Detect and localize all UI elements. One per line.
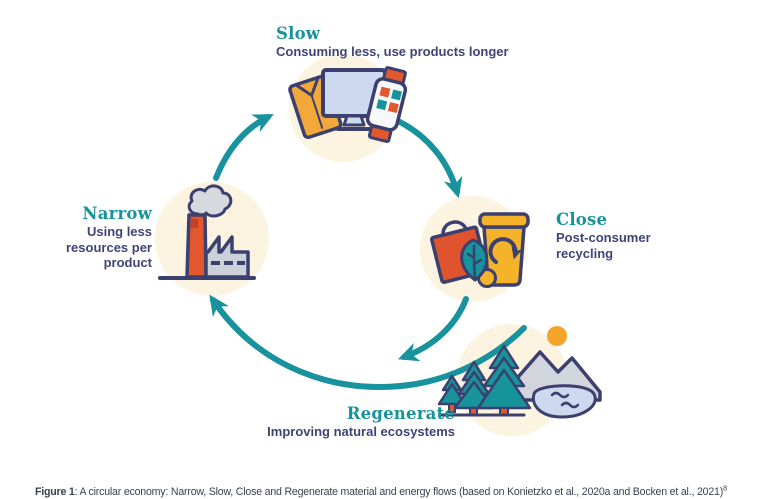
arrow-slow-to-close [395,118,463,199]
narrow-subtitle: Using less resources per product [66,224,152,270]
smoke-cloud [187,184,233,218]
narrow-label: Narrow Using less resources per product [40,205,152,270]
figure-caption: Figure 1: A circular economy: Narrow, Sl… [35,483,761,499]
figure-caption-label: Figure 1 [35,485,75,498]
regenerate-subtitle: Improving natural ecosystems [267,424,455,440]
sun-shape [547,326,567,346]
factory-building [204,235,250,279]
factory-icon [152,182,262,292]
bag-leaf-recycling-cup-icon [424,198,532,307]
regenerate-title: Regenerate [346,404,455,423]
recycling-cup [477,212,530,288]
arrow-narrow-to-slow [213,114,274,181]
shirt-monitor-smartwatch-icon [283,64,409,151]
recycle-arrow [488,237,523,264]
slow-subtitle: Consuming less, use products longer [276,44,509,60]
close-label: Close Post-consumer recycling [556,211,668,261]
regenerate-label: Regenerate Improving natural ecosystems [255,405,455,440]
chimney-band [191,219,198,228]
figure-caption-footnote-ref: 8 [723,483,728,493]
slow-label: Slow Consuming less, use products longer [276,25,556,60]
arrow-regenerate-to-narrow [209,294,527,390]
arrow-close-to-regenerate [397,296,469,362]
narrow-title: Narrow [82,204,152,223]
slow-title: Slow [276,24,321,43]
figure-caption-text: : A circular economy: Narrow, Slow, Clos… [74,485,724,498]
trees-mountains-lake-icon [436,320,602,429]
leaf-shape [460,238,489,282]
close-subtitle: Post-consumer recycling [556,230,651,261]
lake-shape [531,384,597,419]
smartwatch-shape [365,66,408,143]
close-title: Close [556,210,608,229]
